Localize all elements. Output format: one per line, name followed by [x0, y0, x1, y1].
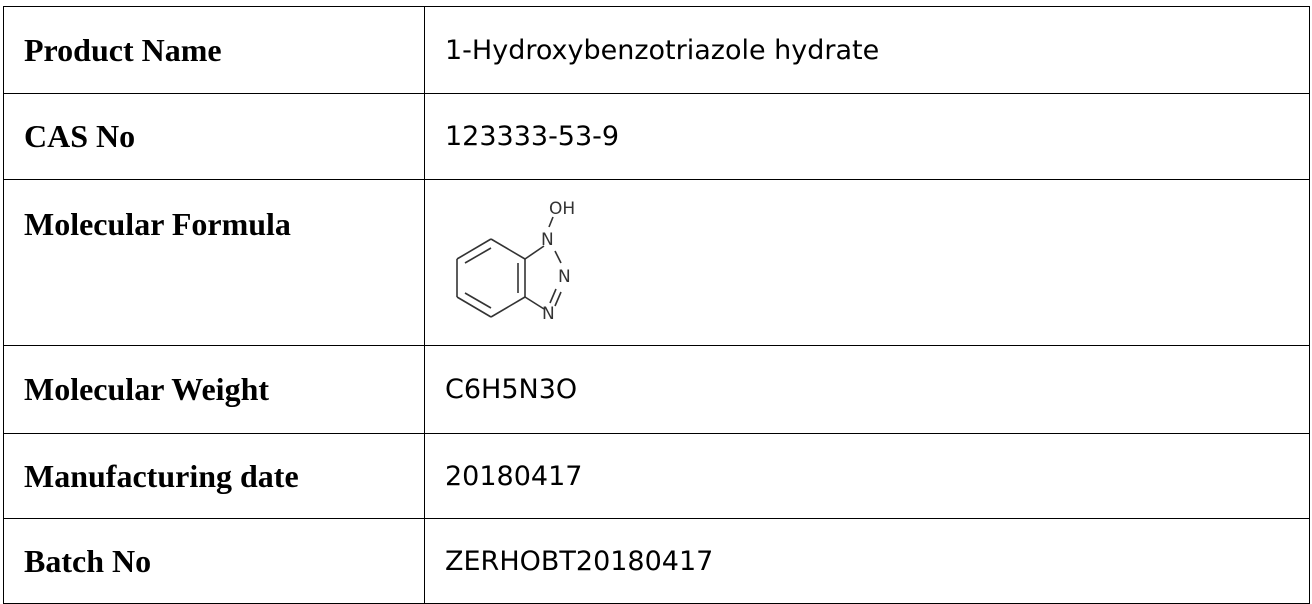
molecular-formula-label: Molecular Formula: [3, 179, 425, 346]
n2-atom-label: N: [558, 267, 571, 287]
table-row: Manufacturing date 20180417: [3, 433, 1310, 519]
table-row: CAS No 123333-53-9: [3, 93, 1310, 180]
molecular-formula-cell: OH N N N: [424, 179, 1310, 346]
n1-atom-label: N: [541, 230, 554, 250]
n3-atom-label: N: [542, 304, 555, 324]
product-name-label: Product Name: [3, 6, 425, 94]
table-row: Molecular Weight C6H5N3O: [3, 345, 1310, 434]
table-row: Batch No ZERHOBT20180417: [3, 518, 1310, 604]
molecular-weight-label: Molecular Weight: [3, 345, 425, 434]
oh-group-label: OH: [549, 199, 575, 219]
cas-no-label: CAS No: [3, 93, 425, 180]
batch-no-label: Batch No: [3, 518, 425, 604]
manufacturing-date-value: 20180417: [424, 433, 1310, 519]
batch-no-value: ZERHOBT20180417: [424, 518, 1310, 604]
molecular-weight-value: C6H5N3O: [424, 345, 1310, 434]
manufacturing-date-label: Manufacturing date: [3, 433, 425, 519]
chemical-structure-diagram: OH N N N: [456, 199, 575, 324]
table-row: Molecular Formula: [3, 179, 1310, 346]
product-name-value: 1-Hydroxybenzotriazole hydrate: [424, 6, 1310, 94]
product-spec-table: Product Name 1-Hydroxybenzotriazole hydr…: [3, 6, 1310, 604]
cas-no-value: 123333-53-9: [424, 93, 1310, 180]
table-row: Product Name 1-Hydroxybenzotriazole hydr…: [3, 6, 1310, 94]
